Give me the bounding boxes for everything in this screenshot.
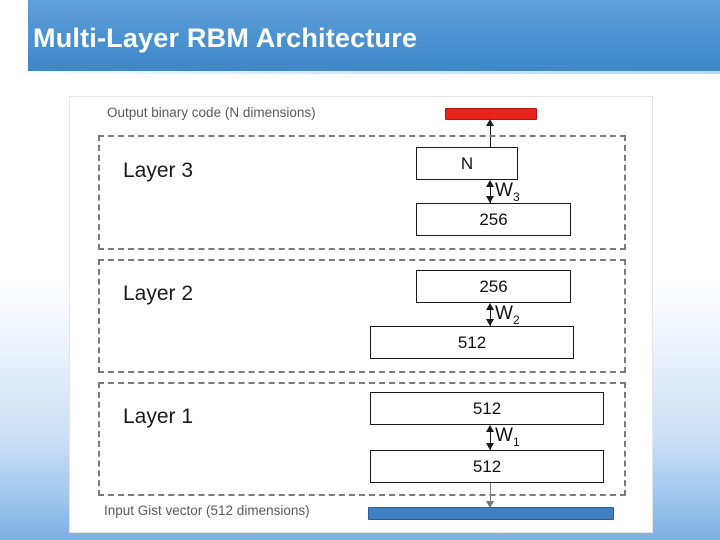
layer-3-box (98, 135, 626, 250)
layer-1-weight-letter: W (495, 425, 513, 446)
layer-2-label: Layer 2 (123, 282, 194, 305)
layer-2-weight-subscript: 2 (512, 312, 520, 327)
arrow-output-head (485, 119, 494, 126)
layer-3-weight-line (490, 182, 491, 203)
layer-2-weight-label: W2 (495, 303, 520, 327)
layer-2-top-units: 256 (416, 270, 571, 303)
arrow-input-line (490, 483, 491, 507)
layer-3-top-units: N (416, 147, 518, 180)
diagram: Output binary code (N dimensions) Input … (70, 97, 652, 532)
layer-2-box (98, 259, 626, 373)
layer-1-weight-head-down (485, 443, 494, 450)
layer-2-bottom-units: 512 (370, 326, 574, 359)
layer-1-label: Layer 1 (123, 405, 194, 428)
layer-3-weight-head-down (485, 196, 494, 203)
layer-2-weight-head-up (485, 303, 494, 310)
arrow-output-line (490, 121, 491, 147)
layer-2-weight-head-down (485, 319, 494, 326)
layer-1-weight-label: W1 (495, 425, 520, 449)
layer-2-weight-line (490, 305, 491, 326)
layer-1-box (98, 382, 626, 496)
architecture-figure: Output binary code (N dimensions) Input … (69, 96, 653, 533)
layer-3-weight-letter: W (495, 180, 513, 201)
input-gist-bar (368, 507, 614, 520)
page-title: Multi-Layer RBM Architecture (33, 23, 418, 53)
layer-1-top-units: 512 (370, 392, 604, 425)
input-caption: Input Gist vector (512 dimensions) (104, 503, 310, 518)
layer-1-bottom-units: 512 (370, 450, 604, 483)
layer-1-weight-head-up (485, 425, 494, 432)
layer-3-label: Layer 3 (123, 159, 194, 182)
layer-3-bottom-units: 256 (416, 203, 571, 236)
layer-1-weight-line (490, 427, 491, 450)
layer-1-weight-subscript: 1 (512, 434, 520, 449)
arrow-input-head (485, 501, 494, 508)
layer-3-weight-head-up (485, 180, 494, 187)
title-band-notch (0, 0, 28, 74)
layer-2-weight-letter: W (495, 303, 513, 324)
output-caption: Output binary code (N dimensions) (107, 105, 316, 120)
layer-3-weight-label: W3 (495, 180, 520, 204)
title-band (0, 0, 720, 74)
layer-3-weight-subscript: 3 (512, 189, 520, 204)
